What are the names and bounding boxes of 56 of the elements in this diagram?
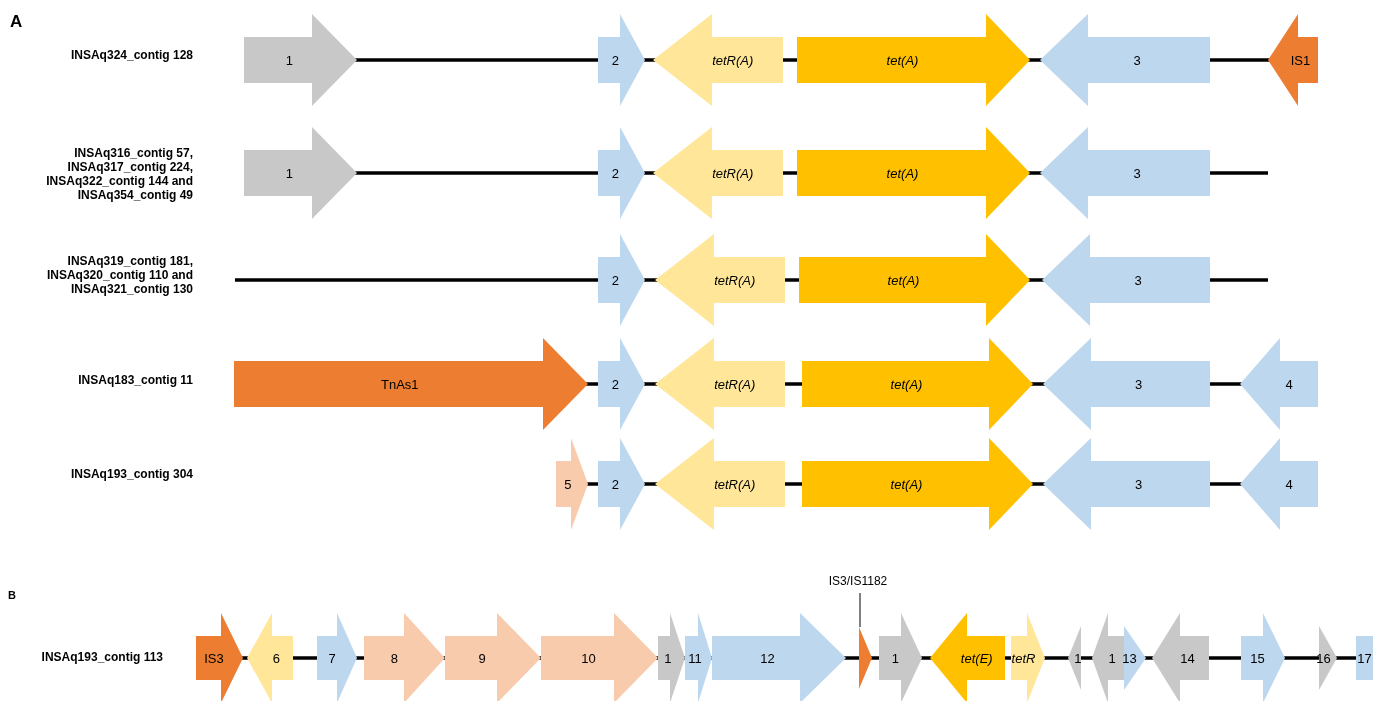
gene-label: 3: [1134, 377, 1143, 391]
gene-label: 4: [1285, 377, 1293, 391]
contig-label: INSAq193_contig 304: [69, 467, 193, 481]
gene-label: tet(A): [890, 477, 923, 491]
gene-label: IS1: [1290, 53, 1311, 67]
gene-label: 1: [1074, 651, 1082, 665]
gene-label: 7: [328, 651, 336, 665]
gene-label: tet(E): [960, 651, 993, 665]
gene-label: 9: [478, 651, 486, 665]
gene-label: 1: [891, 651, 899, 665]
gene-label: 3: [1134, 477, 1143, 491]
gene-label: 1: [285, 53, 293, 67]
gene-label: tetR(A): [714, 273, 756, 287]
gene-label: tetR: [1011, 651, 1036, 665]
gene-label: 10: [581, 651, 596, 665]
gene-label: 17: [1357, 651, 1372, 665]
gene-label: tet(A): [887, 273, 920, 287]
panel-label: A: [10, 11, 24, 33]
gene-label: 2: [611, 477, 619, 491]
gene-label: 3: [1133, 53, 1141, 67]
gene-label: tet(A): [886, 53, 919, 67]
gene-label: 1: [285, 166, 293, 180]
gene-label: tet(A): [886, 166, 919, 180]
gene-label: 4: [1285, 477, 1293, 491]
gene-label: tet(A): [890, 377, 923, 391]
panel-label: B: [8, 588, 17, 603]
gene-label: 6: [272, 651, 280, 665]
gene-label: 8: [390, 651, 398, 665]
gene-label: tetR(A): [712, 166, 754, 180]
gene-label: 13: [1122, 651, 1137, 665]
gene-label: 3: [1133, 166, 1141, 180]
gene-label: 2: [611, 53, 619, 67]
gene-label: tetR(A): [712, 53, 754, 67]
contig-label: INSAq324_contig 128: [69, 48, 193, 62]
gene-label: 1: [1108, 651, 1116, 665]
gene-label: 14: [1180, 651, 1195, 665]
gene-label: IS3: [204, 651, 224, 665]
gene-label: 12: [760, 651, 775, 665]
gene-label: 2: [611, 377, 619, 391]
gene-label: tetR(A): [714, 477, 756, 491]
gene-label: TnAs1: [380, 377, 419, 391]
annotation-label: IS3/IS1182: [828, 573, 888, 590]
gene-label: 11: [688, 651, 702, 665]
contig-label: INSAq316_contig 57, INSAq317_contig 224, INSAq322_contig 144 and INSAq354_contig 49: [45, 146, 193, 202]
leader-line: [859, 592, 861, 628]
gene-label: 15: [1250, 651, 1265, 665]
gene-label: 2: [611, 273, 619, 287]
contig-label: INSAq183_contig 11: [77, 373, 193, 387]
gene-label: 5: [564, 477, 572, 491]
gene-label: 16: [1316, 651, 1331, 665]
gene-label: 2: [611, 166, 619, 180]
contig-label: INSAq193_contig 113: [40, 650, 163, 664]
gene-label: 3: [1134, 273, 1142, 287]
gene-label: tetR(A): [714, 377, 756, 391]
gene-label: 1: [664, 651, 672, 665]
contig-label: INSAq319_contig 181, INSAq320_contig 110 and INSAq321_contig 130: [45, 254, 193, 296]
